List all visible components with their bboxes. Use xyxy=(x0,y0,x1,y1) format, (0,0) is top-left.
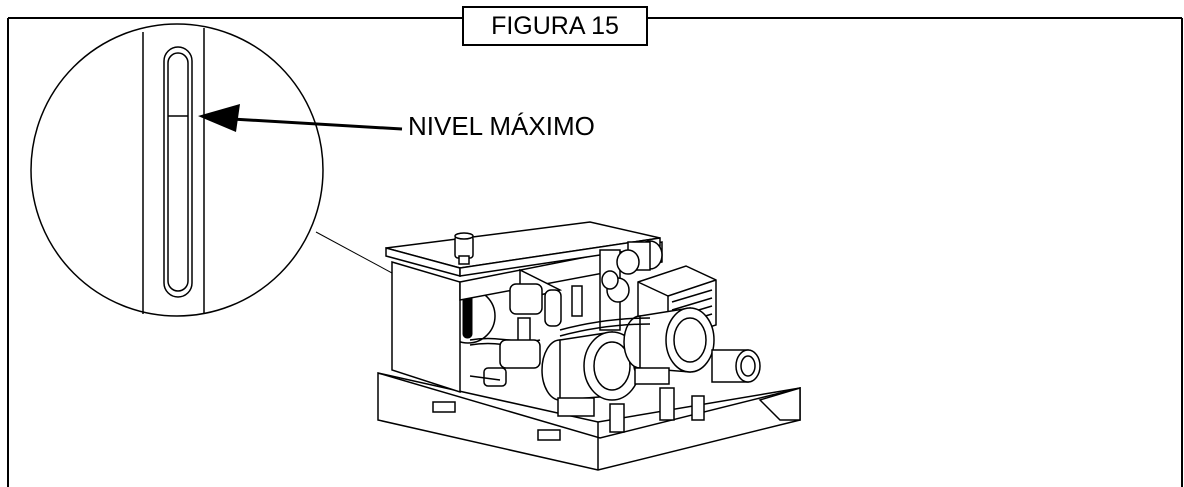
page-border xyxy=(7,17,1183,487)
sight-glass-detail xyxy=(163,46,193,298)
figure-title: FIGURA 15 xyxy=(462,6,648,46)
hydraulic-unit-drawing xyxy=(377,221,801,471)
max-level-arrow xyxy=(198,104,403,132)
detail-magnifier xyxy=(30,23,324,317)
max-level-label: NIVEL MÁXIMO xyxy=(408,111,595,141)
